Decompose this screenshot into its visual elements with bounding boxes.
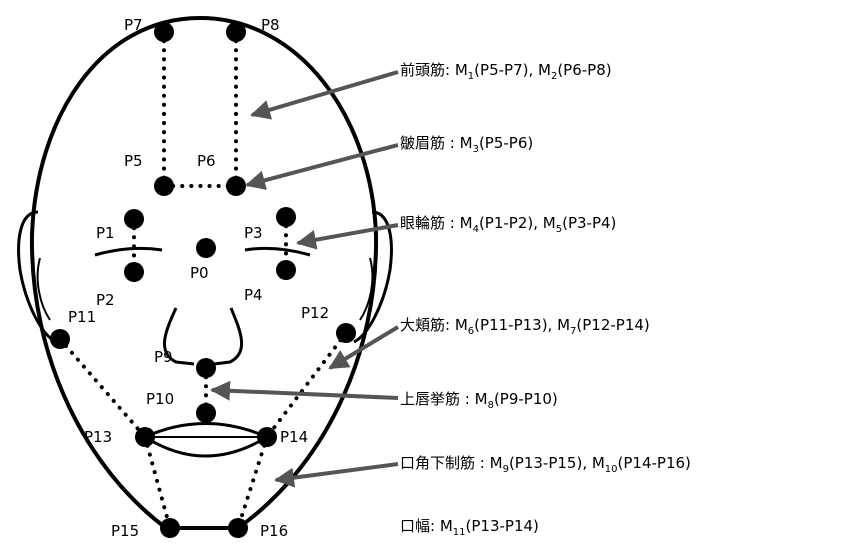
mouth-upper	[145, 424, 267, 438]
muscle-name: 眼輪筋	[400, 214, 445, 232]
muscle-name: 大頬筋	[400, 316, 445, 334]
point-p11	[50, 329, 70, 349]
point-p9	[196, 358, 216, 378]
annotations: 前頭筋: M1(P5-P7), M2(P6-P8) 皺眉筋 : M3(P5-P6)…	[400, 61, 691, 538]
muscle-ref-text: M	[460, 214, 473, 232]
muscle-ref-text: (P13-P15), M	[509, 454, 605, 472]
muscle-ref-text: (P3-P4)	[562, 214, 616, 232]
annotation-1: 前頭筋: M1(P5-P7), M2(P6-P8)	[400, 61, 612, 82]
arrow-frontalis	[252, 72, 398, 115]
separator: :	[445, 134, 460, 152]
arrow-depressor	[276, 464, 398, 480]
point-label-p16: P16	[260, 522, 288, 540]
nose-right	[214, 308, 242, 364]
left-eye	[95, 248, 162, 255]
point-label-p6: P6	[197, 152, 216, 170]
point-label-p8: P8	[261, 16, 280, 34]
point-label-p3: P3	[244, 224, 263, 242]
line-p12-p14	[267, 333, 346, 437]
point-p8	[226, 22, 246, 42]
point-label-p5: P5	[124, 152, 143, 170]
point-label-p1: P1	[96, 224, 115, 242]
annotation-3: 眼輪筋 : M4(P1-P2), M5(P3-P4)	[400, 214, 616, 235]
muscle-ref-text: (P5-P7), M	[474, 61, 551, 79]
separator: :	[445, 61, 455, 79]
muscle-ref-text: (P5-P6)	[479, 134, 533, 152]
muscle-ref-text: (P9-P10)	[494, 390, 558, 408]
annotation-2: 皺眉筋 : M3(P5-P6)	[400, 134, 533, 155]
point-p6	[226, 176, 246, 196]
point-label-p10: P10	[146, 390, 174, 408]
muscle-ref-text: (P6-P8)	[557, 61, 611, 79]
point-p12	[336, 323, 356, 343]
annotation-5: 上唇挙筋 : M8(P9-P10)	[400, 390, 558, 411]
point-p3	[276, 207, 296, 227]
muscle-name: 上唇挙筋	[400, 390, 460, 408]
point-p5	[154, 176, 174, 196]
muscle-subscript: 11	[453, 527, 466, 538]
point-p10	[196, 403, 216, 423]
separator: :	[430, 517, 440, 535]
annotation-4: 大頬筋: M6(P11-P13), M7(P12-P14)	[400, 316, 650, 337]
point-label-p9: P9	[154, 348, 173, 366]
point-p4	[276, 260, 296, 280]
muscle-ref-text: (P13-P14)	[466, 517, 539, 535]
muscle-ref-text: (P1-P2), M	[479, 214, 556, 232]
separator: :	[460, 390, 475, 408]
line-p11-p13	[60, 339, 145, 437]
muscle-ref-text: M	[455, 61, 468, 79]
point-label-p2: P2	[96, 291, 115, 309]
arrow-corrugator	[247, 145, 398, 185]
arrow-orbicularis	[298, 225, 398, 243]
arrows	[212, 72, 398, 480]
point-p0	[196, 238, 216, 258]
point-p1	[124, 209, 144, 229]
annotation-7: 口幅: M11(P13-P14)	[400, 517, 539, 538]
muscle-subscript: 10	[605, 464, 618, 475]
separator: :	[445, 214, 460, 232]
point-label-p13: P13	[84, 428, 112, 446]
point-p15	[160, 518, 180, 538]
point-label-p4: P4	[244, 286, 263, 304]
muscle-ref-text: (P14-P16)	[618, 454, 691, 472]
point-p16	[228, 518, 248, 538]
muscle-name: 前頭筋	[400, 61, 445, 79]
muscle-ref-text: M	[490, 454, 503, 472]
separator: :	[445, 316, 455, 334]
point-p13	[135, 427, 155, 447]
muscle-name: 口角下制筋	[400, 454, 475, 472]
muscle-ref-text: M	[455, 316, 468, 334]
point-label-p12: P12	[301, 304, 329, 322]
arrow-levator	[212, 390, 398, 398]
muscle-name: 皺眉筋	[400, 134, 445, 152]
annotation-6: 口角下制筋 : M9(P13-P15), M10(P14-P16)	[400, 454, 691, 475]
point-label-p15: P15	[111, 522, 139, 540]
separator: :	[475, 454, 490, 472]
point-label-p0: P0	[190, 264, 209, 282]
mouth-lower	[145, 437, 267, 456]
right-eye	[245, 248, 310, 255]
point-label-p7: P7	[124, 16, 143, 34]
point-p14	[257, 427, 277, 447]
point-p2	[124, 262, 144, 282]
point-p7	[154, 22, 174, 42]
muscle-ref-text: (P11-P13), M	[474, 316, 570, 334]
muscle-ref-text: M	[460, 134, 473, 152]
muscle-ref-text: M	[475, 390, 488, 408]
point-label-p11: P11	[68, 308, 96, 326]
point-label-p14: P14	[280, 428, 308, 446]
muscle-ref-text: M	[440, 517, 453, 535]
muscle-name: 口幅	[400, 517, 430, 535]
muscle-ref-text: (P12-P14)	[576, 316, 649, 334]
